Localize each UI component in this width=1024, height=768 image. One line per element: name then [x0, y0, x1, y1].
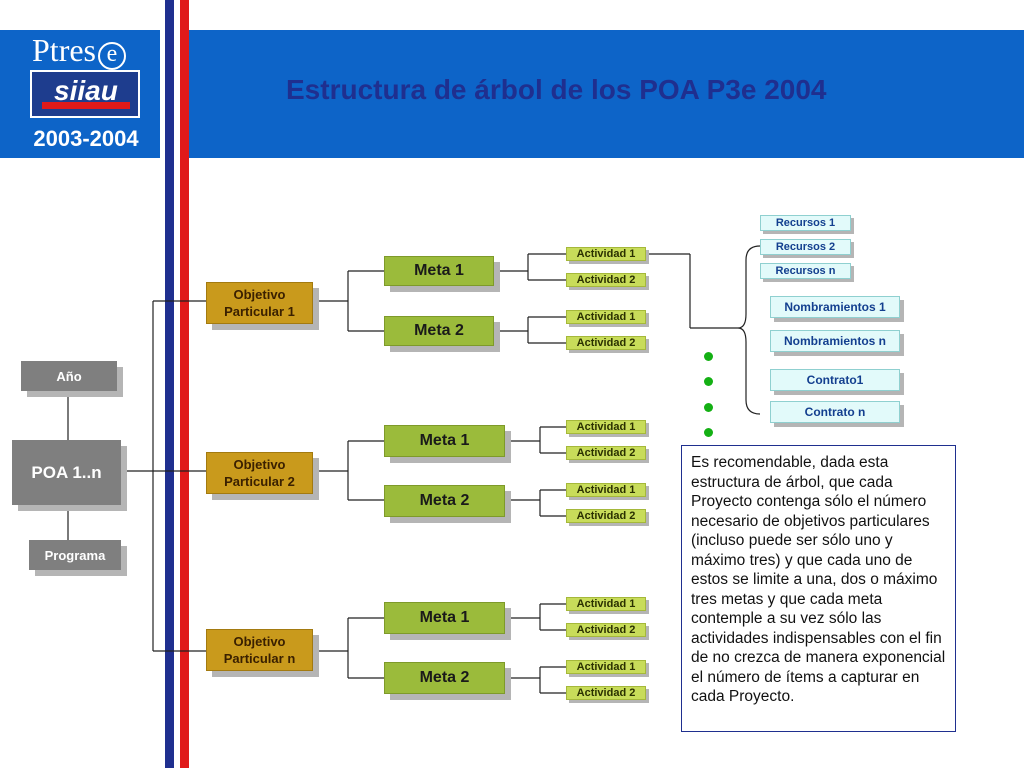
- recursos-label: Recursos 1: [775, 217, 836, 229]
- actividad-box: Actividad 2: [566, 623, 646, 637]
- left-stripe-blue: [165, 0, 174, 768]
- actividad-label: Actividad 2: [576, 624, 636, 636]
- ano-box: Año: [21, 361, 117, 391]
- actividad-label: Actividad 2: [576, 447, 636, 459]
- actividad-box: Actividad 1: [566, 597, 646, 611]
- left-stripe-red: [180, 0, 189, 768]
- meta-box: Meta 2: [384, 662, 505, 694]
- meta-label: Meta 2: [414, 322, 464, 339]
- actividad-box: Actividad 1: [566, 420, 646, 434]
- actividad-label: Actividad 1: [576, 598, 636, 610]
- recursos-box: Recursos 1: [760, 215, 851, 231]
- left-stripe-white: [160, 0, 165, 768]
- nombramientos-box: Nombramientos n: [770, 330, 900, 352]
- actividad-label: Actividad 2: [576, 274, 636, 286]
- recursos-label: Recursos n: [775, 265, 836, 277]
- actividad-box: Actividad 2: [566, 446, 646, 460]
- actividad-label: Actividad 1: [576, 661, 636, 673]
- actividad-box: Actividad 2: [566, 336, 646, 350]
- siiau-red-bar: [42, 102, 130, 109]
- logo-e-text: e: [98, 42, 126, 70]
- meta-box: Meta 2: [384, 485, 505, 517]
- objetivo-label: Objetivo Particular n: [223, 634, 296, 666]
- contrato-box: Contrato1: [770, 369, 900, 391]
- meta-box: Meta 1: [384, 602, 505, 634]
- meta-label: Meta 1: [414, 262, 464, 279]
- ellipsis-dot: [704, 377, 713, 386]
- actividad-box: Actividad 2: [566, 273, 646, 287]
- recursos-label: Recursos 2: [775, 241, 836, 253]
- actividad-label: Actividad 2: [576, 510, 636, 522]
- poa-label: POA 1..n: [31, 462, 102, 482]
- meta-box: Meta 1: [384, 256, 494, 286]
- siiau-logo-text: siiau: [54, 75, 118, 106]
- poa-box: POA 1..n: [12, 440, 121, 505]
- programa-box: Programa: [29, 540, 121, 570]
- actividad-label: Actividad 2: [576, 337, 636, 349]
- contrato-label: Contrato1: [806, 373, 864, 387]
- actividad-label: Actividad 1: [576, 421, 636, 433]
- programa-label: Programa: [44, 547, 106, 563]
- objetivo-label: Objetivo Particular 1: [224, 287, 295, 319]
- actividad-label: Actividad 1: [576, 248, 636, 260]
- meta-box: Meta 2: [384, 316, 494, 346]
- actividad-box: Actividad 2: [566, 509, 646, 523]
- recommendation-note: Es recomendable, dada esta estructura de…: [681, 445, 956, 732]
- meta-label: Meta 2: [419, 669, 470, 686]
- objetivo-box-n: Objetivo Particular n: [206, 629, 313, 671]
- contrato-box: Contrato n: [770, 401, 900, 423]
- meta-label: Meta 1: [419, 432, 470, 449]
- ellipsis-dot: [704, 403, 713, 412]
- left-stripe-white-2: [174, 0, 180, 768]
- meta-box: Meta 1: [384, 425, 505, 457]
- objetivo-label: Objetivo Particular 2: [224, 457, 295, 489]
- contrato-label: Contrato n: [804, 405, 866, 419]
- actividad-box: Actividad 1: [566, 483, 646, 497]
- nombramientos-label: Nombramientos 1: [784, 300, 886, 314]
- meta-label: Meta 2: [419, 492, 470, 509]
- actividad-box: Actividad 1: [566, 310, 646, 324]
- ellipsis-dot: [704, 352, 713, 361]
- actividad-label: Actividad 1: [576, 311, 636, 323]
- objetivo-box-1: Objetivo Particular 1: [206, 282, 313, 324]
- ano-label: Año: [56, 368, 82, 384]
- objetivo-box-2: Objetivo Particular 2: [206, 452, 313, 494]
- ellipsis-dot: [704, 428, 713, 437]
- years-label: 2003-2004: [33, 126, 139, 151]
- actividad-box: Actividad 2: [566, 686, 646, 700]
- page-title: Estructura de árbol de los POA P3e 2004: [286, 74, 827, 105]
- meta-label: Meta 1: [419, 609, 470, 626]
- actividad-box: Actividad 1: [566, 660, 646, 674]
- actividad-label: Actividad 2: [576, 687, 636, 699]
- recursos-box: Recursos n: [760, 263, 851, 279]
- logo-ptres-text: Ptres: [32, 32, 96, 68]
- nombramientos-label: Nombramientos n: [783, 334, 886, 348]
- nombramientos-box: Nombramientos 1: [770, 296, 900, 318]
- actividad-label: Actividad 1: [576, 484, 636, 496]
- siiau-logo-box: siiau: [30, 70, 140, 118]
- recursos-box: Recursos 2: [760, 239, 851, 255]
- actividad-box: Actividad 1: [566, 247, 646, 261]
